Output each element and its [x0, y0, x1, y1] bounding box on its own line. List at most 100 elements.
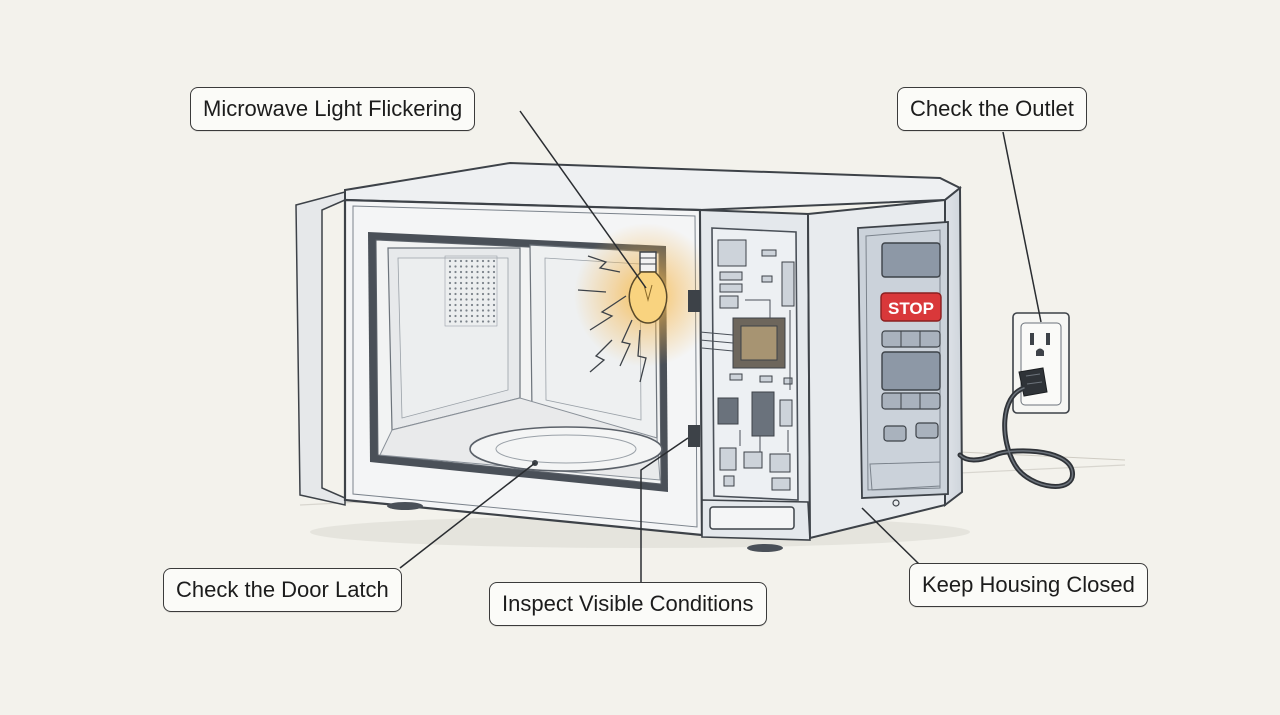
- circuit-components: [717, 239, 795, 491]
- vent-hole: [481, 276, 485, 279]
- vent-hole: [454, 298, 457, 301]
- vent-hole: [470, 270, 474, 274]
- turntable-inner: [495, 434, 637, 464]
- vent-hole: [476, 276, 479, 279]
- vent-hole: [459, 281, 463, 285]
- vent-hole: [454, 314, 457, 318]
- vent-hole: [459, 320, 463, 323]
- vent-hole: [459, 309, 463, 312]
- vent-hole: [465, 270, 468, 274]
- vent-hole: [470, 303, 474, 307]
- power-plug-icon: [1018, 367, 1048, 397]
- vent-hole: [454, 276, 457, 279]
- vent-hole: [459, 276, 463, 279]
- vent-hole: [492, 281, 496, 285]
- vent-hole: [454, 309, 457, 312]
- circuit-traces: [699, 299, 791, 452]
- vent-hole: [492, 270, 496, 274]
- vent-hole: [492, 303, 496, 307]
- callout-door-latch: Check the Door Latch: [163, 568, 402, 612]
- door-frame-inner: [352, 205, 698, 528]
- vent-hole: [448, 303, 452, 307]
- vent-hole: [465, 292, 468, 296]
- callout-inspect-conditions: Inspect Visible Conditions: [489, 582, 767, 626]
- vent-hole: [470, 309, 474, 312]
- vent-hole: [465, 320, 468, 323]
- vent-hole: [459, 292, 463, 296]
- vent-hole: [465, 276, 468, 279]
- vent-hole: [465, 303, 468, 307]
- vent-hole: [465, 281, 468, 285]
- vent-hole: [481, 270, 485, 274]
- wall-edge: [959, 451, 1126, 461]
- vent-hole: [448, 270, 452, 274]
- vent-hole: [476, 303, 479, 307]
- vent-hole: [481, 265, 485, 268]
- vent-hole: [465, 298, 468, 301]
- vent-hole: [487, 320, 490, 323]
- vent-hole: [476, 259, 479, 263]
- vent-hole: [454, 265, 457, 268]
- vent-hole: [481, 309, 485, 312]
- vent-hole: [470, 287, 474, 290]
- vent-hole: [481, 298, 485, 301]
- vent-hole: [454, 281, 457, 285]
- vent-hole: [459, 265, 463, 268]
- cavity-back-inner: [397, 257, 509, 419]
- callout-keep-housing: Keep Housing Closed: [909, 563, 1148, 607]
- vent-grid: [444, 255, 498, 327]
- vent-hole: [454, 292, 457, 296]
- vent-dots: [448, 259, 496, 323]
- leader-outlet: [1002, 131, 1042, 323]
- flicker-lines: [577, 255, 647, 383]
- vent-hole: [476, 314, 479, 318]
- foot-left: [387, 502, 423, 510]
- vent-hole: [454, 270, 457, 274]
- vent-hole: [448, 265, 452, 268]
- vent-hole: [481, 259, 485, 263]
- vent-hole: [470, 276, 474, 279]
- vent-hole: [492, 287, 496, 290]
- bottom-slot: [709, 506, 795, 530]
- vent-hole: [487, 270, 490, 274]
- button-row-1[interactable]: [881, 330, 941, 348]
- vent-hole: [448, 298, 452, 301]
- vent-hole: [448, 281, 452, 285]
- panel-lower-box: [869, 461, 941, 491]
- vent-hole: [470, 265, 474, 268]
- vent-hole: [465, 287, 468, 290]
- vent-hole: [470, 320, 474, 323]
- button-right[interactable]: [915, 422, 939, 439]
- vent-hole: [476, 265, 479, 268]
- vent-hole: [454, 303, 457, 307]
- callout-check-outlet: Check the Outlet: [897, 87, 1087, 131]
- button-left[interactable]: [883, 425, 907, 442]
- leader-housing: [861, 507, 921, 566]
- button-row-2[interactable]: [881, 392, 941, 410]
- vent-hole: [470, 281, 474, 285]
- vent-hole: [481, 281, 485, 285]
- latch-lower: [688, 425, 700, 447]
- vent-hole: [487, 314, 490, 318]
- latch-upper: [688, 290, 700, 312]
- stop-button[interactable]: [880, 292, 942, 322]
- leader-lines: [399, 110, 1042, 582]
- vent-hole: [465, 265, 468, 268]
- vent-hole: [481, 303, 485, 307]
- vent-hole: [454, 320, 457, 323]
- vent-hole: [454, 259, 457, 263]
- wall-outlet-icon: [1012, 312, 1070, 414]
- vent-hole: [476, 281, 479, 285]
- vent-hole: [476, 292, 479, 296]
- vent-hole: [487, 281, 490, 285]
- vent-hole: [476, 309, 479, 312]
- vent-hole: [492, 259, 496, 263]
- vent-hole: [487, 276, 490, 279]
- vent-hole: [487, 259, 490, 263]
- vent-hole: [487, 303, 490, 307]
- vent-hole: [470, 314, 474, 318]
- vent-hole: [481, 314, 485, 318]
- display-secondary: [881, 351, 941, 391]
- foot-right: [747, 544, 783, 552]
